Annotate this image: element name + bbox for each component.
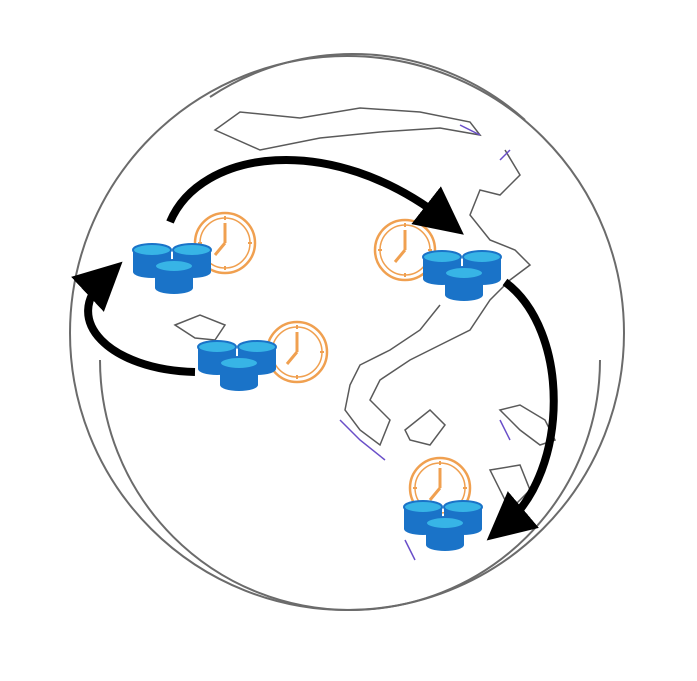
- arrow-region-2-to-region-1: [71, 261, 196, 376]
- globe-icon: [69, 53, 625, 611]
- landmasses: [173, 107, 557, 561]
- database-cluster-icon: [423, 251, 501, 301]
- replication-arrows: [71, 155, 558, 541]
- region-1-node: [133, 211, 257, 294]
- database-cluster-icon: [198, 341, 276, 391]
- arrow-region-3-to-region-4: [486, 278, 558, 541]
- arrow-region-1-to-region-3: [166, 155, 464, 235]
- region-2-node: [198, 320, 329, 391]
- region-3-node: [373, 218, 501, 301]
- region-4-node: [404, 456, 482, 551]
- database-cluster-icon: [133, 244, 211, 294]
